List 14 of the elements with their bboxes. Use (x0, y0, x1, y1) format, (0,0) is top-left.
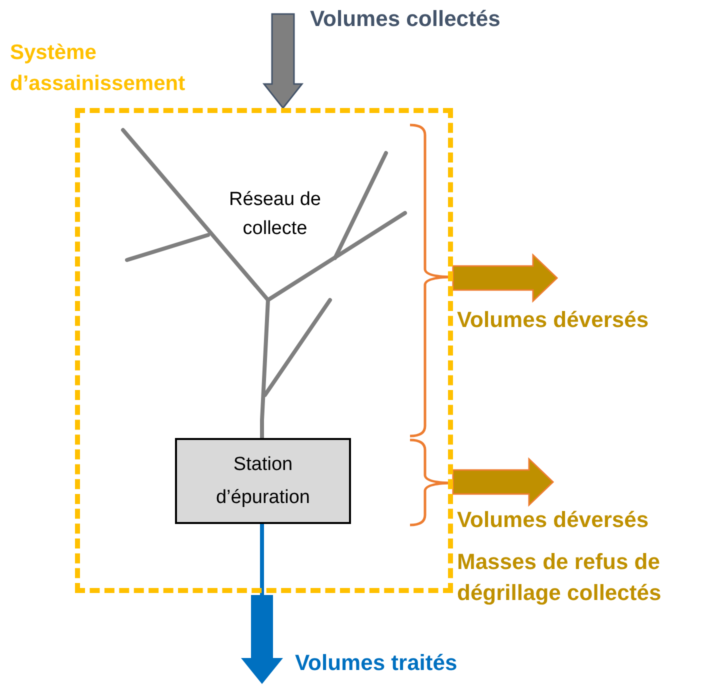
arrow (452, 253, 558, 303)
arrow (452, 457, 554, 507)
flow-label: Volumes déversés (457, 306, 650, 334)
process-box (175, 438, 351, 524)
pipe-line (260, 420, 264, 438)
boundary-title: Système d’assainissement (10, 40, 186, 97)
flow-label: Volumes collectés (310, 5, 502, 33)
arrow (262, 13, 304, 110)
process-label: Station d’épuration (214, 453, 312, 510)
flow-label: Volumes déversés (457, 506, 650, 534)
flow-label: Volumes traités (295, 649, 458, 677)
arrow (241, 524, 283, 684)
note-label: Masses de refus de dégrillage collectés (457, 548, 662, 607)
network-label: Réseau de collecte (228, 188, 322, 241)
